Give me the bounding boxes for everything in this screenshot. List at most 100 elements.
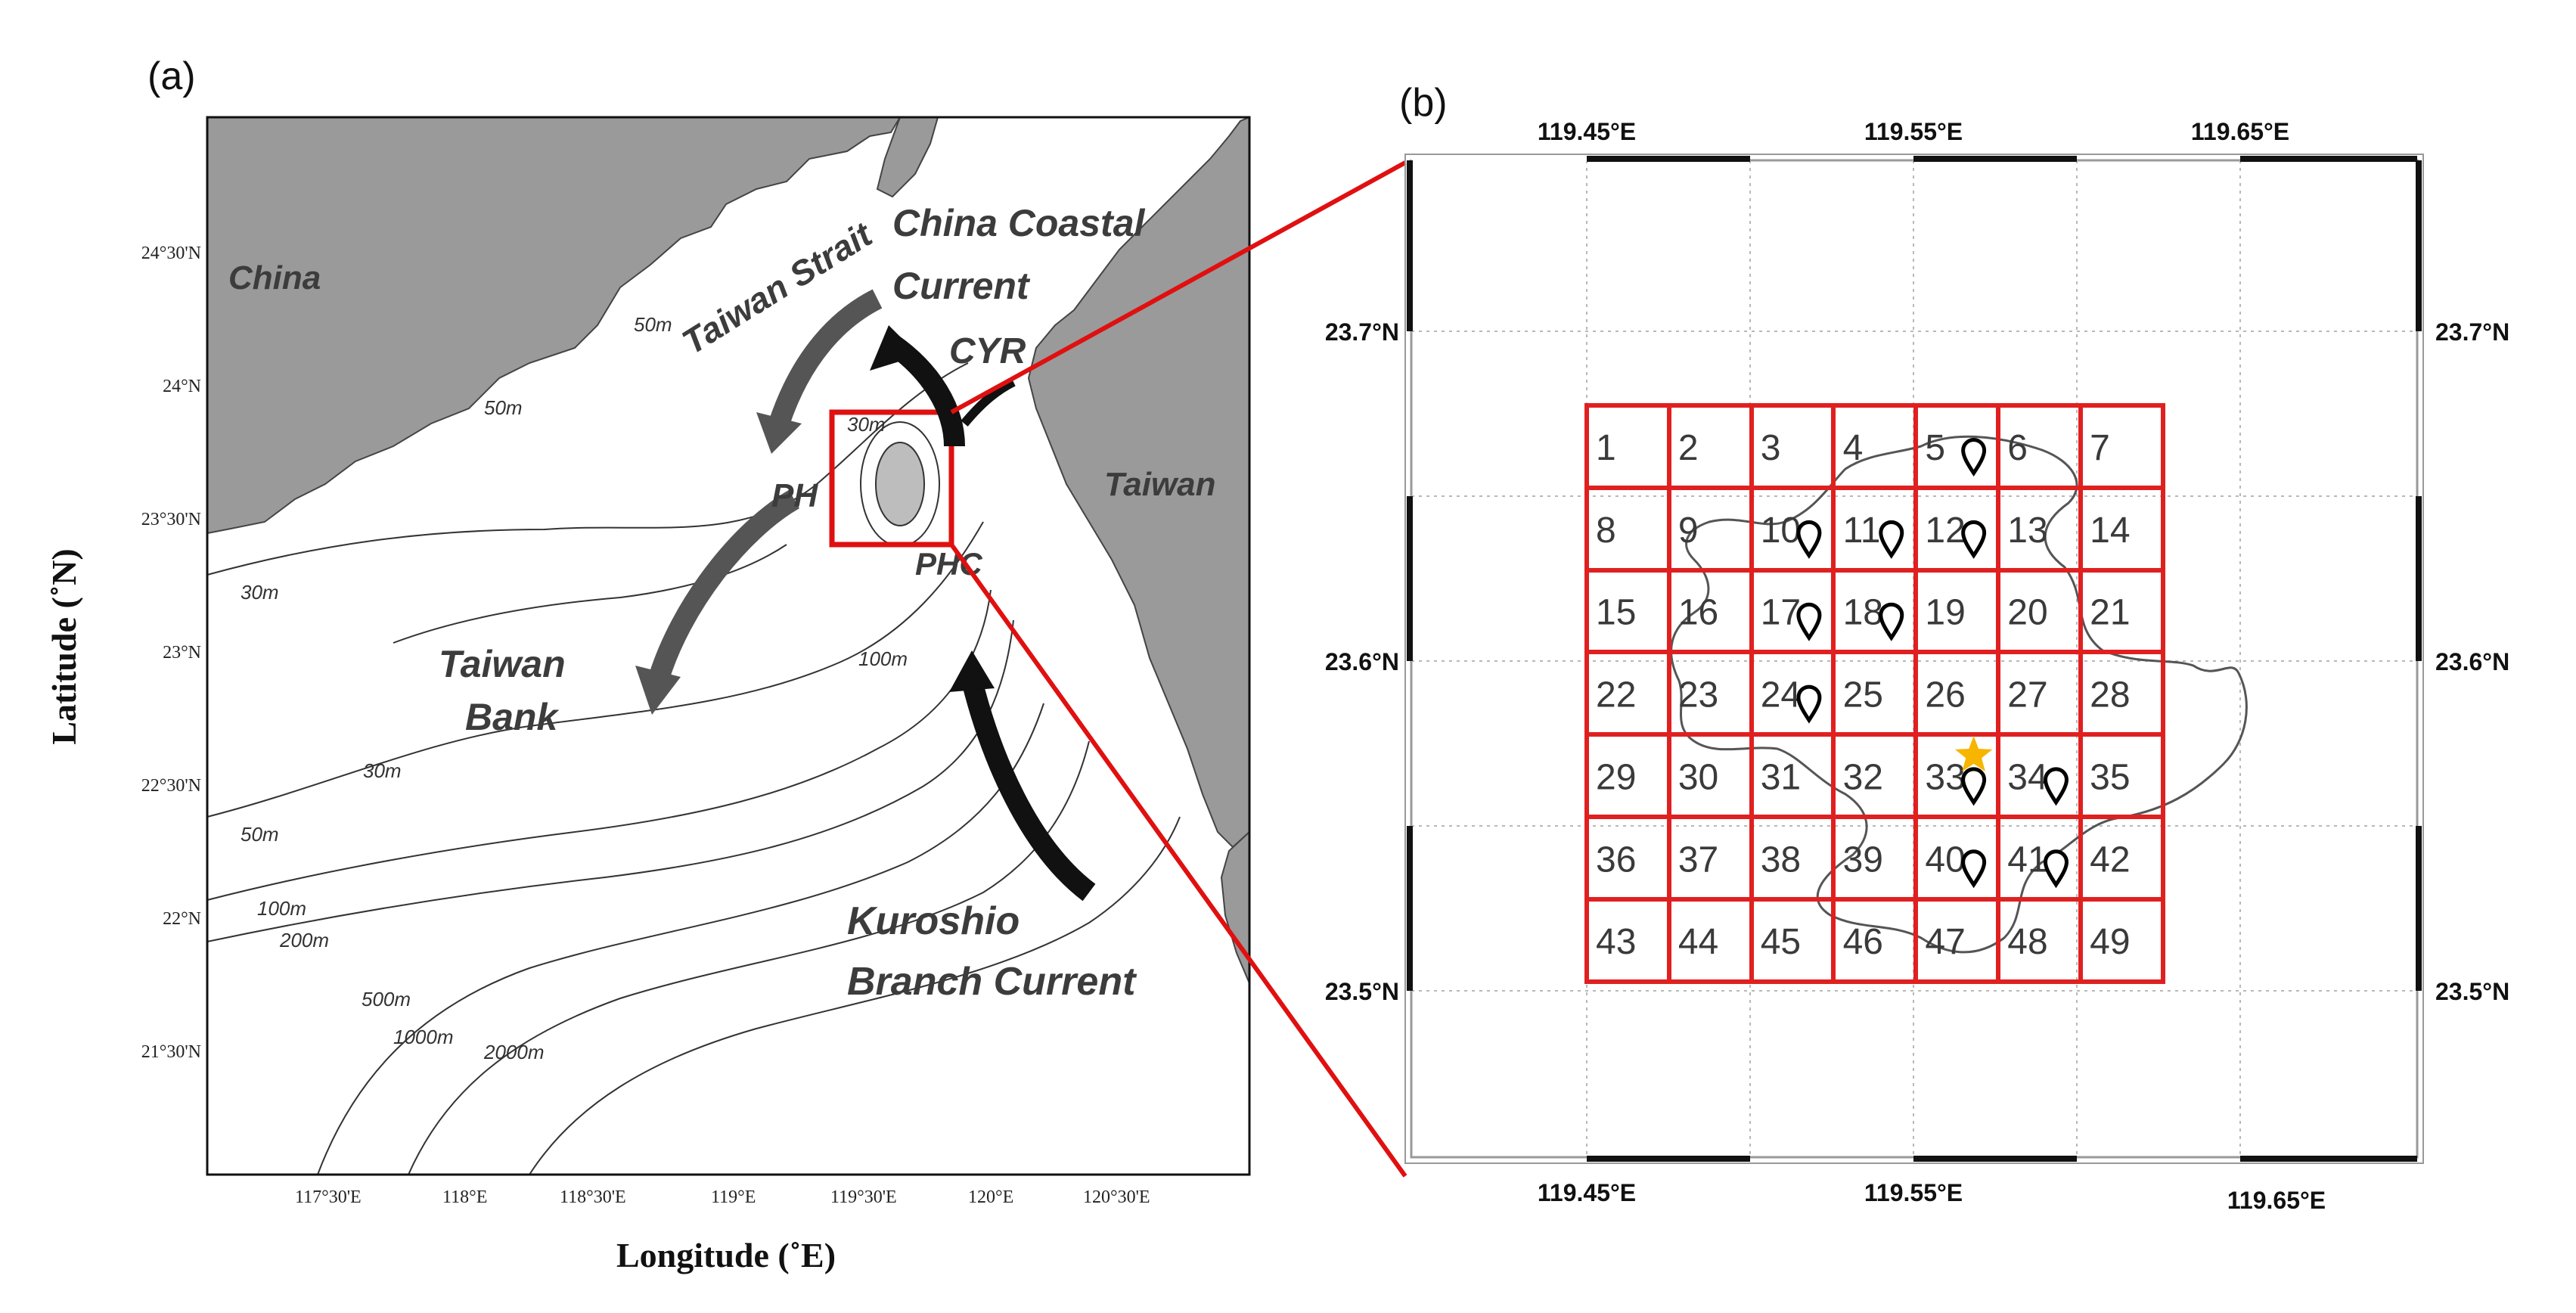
right-tick-label: 23.6°N bbox=[2435, 648, 2509, 675]
current-arrows bbox=[635, 289, 1096, 902]
contour-label: 200m bbox=[279, 929, 329, 951]
contour-500m bbox=[317, 703, 1044, 1175]
grid-cell-label: 18 bbox=[1843, 593, 1883, 633]
frame-segment bbox=[2240, 156, 2417, 162]
frame-segment bbox=[1411, 156, 1587, 162]
label-cyr: CYR bbox=[949, 331, 1026, 371]
label-china-coastal-1: China Coastal bbox=[892, 202, 1146, 244]
location-pin-icon bbox=[1961, 520, 1987, 559]
grid-cell-label: 24 bbox=[1761, 675, 1801, 715]
panel-b-outer-frame bbox=[1404, 154, 2424, 1164]
location-pin-icon bbox=[1961, 767, 1987, 806]
frame-segment bbox=[1913, 1156, 2077, 1162]
grid-cell-label: 49 bbox=[2090, 922, 2130, 962]
grid-cell-label: 2 bbox=[1678, 428, 1699, 468]
grid-cell-label: 28 bbox=[2090, 675, 2130, 715]
grid-cell-label: 12 bbox=[1925, 511, 1965, 551]
y-axis-title: Latitude (˚N) bbox=[45, 548, 83, 744]
left-tick-label: 23.6°N bbox=[1325, 648, 1399, 675]
grid-cell-label: 13 bbox=[2007, 511, 2047, 551]
contour-labels: 50m 30m 30m 30m 50m 100m 200m 500m 1000m… bbox=[241, 313, 908, 1063]
label-taiwan-bank-1: Taiwan bbox=[439, 643, 566, 685]
panel-b-tag: (b) bbox=[1399, 81, 1448, 125]
panel-b-frame-ticks bbox=[1407, 156, 2422, 1162]
left-tick-label: 23.5°N bbox=[1325, 978, 1399, 1005]
grid-cell-label: 42 bbox=[2090, 840, 2130, 880]
panel-a-y-ticks: 24°30'N 24°N 23°30'N 23°N 22°30'N 22°N 2… bbox=[141, 244, 201, 1062]
grid-cell-label: 20 bbox=[2007, 593, 2047, 633]
grid-cell-label: 31 bbox=[1761, 757, 1801, 797]
grid-cell-label: 23 bbox=[1678, 675, 1718, 715]
contour-label: 30m bbox=[241, 581, 279, 604]
location-pin-icon bbox=[1879, 520, 1904, 559]
ph-arrow bbox=[647, 489, 800, 684]
frame-segment bbox=[2240, 1156, 2417, 1162]
cyr-arrowhead bbox=[870, 325, 919, 371]
grid-cell-label: 26 bbox=[1925, 675, 1965, 715]
label-ph: PH bbox=[771, 477, 818, 514]
bottom-tick-label: 119.45°E bbox=[1538, 1179, 1636, 1206]
frame-segment bbox=[1913, 156, 2077, 162]
frame-segment bbox=[1587, 156, 1750, 162]
inset-box bbox=[829, 409, 954, 548]
contour-label: 30m bbox=[847, 413, 886, 436]
right-tick-label: 23.7°N bbox=[2435, 318, 2509, 346]
location-pin-icon bbox=[1796, 602, 1822, 641]
grid-cell-label: 22 bbox=[1596, 675, 1636, 715]
panel-b-right-ticks: 23.7°N 23.6°N 23.5°N bbox=[2435, 318, 2509, 1005]
grid-cell-label: 35 bbox=[2090, 757, 2130, 797]
y-tick-label: 24°30'N bbox=[141, 244, 201, 263]
taiwan-land bbox=[1027, 116, 1250, 849]
penghu-coastline bbox=[1670, 435, 2248, 954]
label-kuroshio-1: Kuroshio bbox=[847, 899, 1020, 943]
grid-cell-label: 19 bbox=[1925, 593, 1965, 633]
label-china: China bbox=[228, 259, 321, 296]
x-tick-label: 119°E bbox=[711, 1187, 756, 1207]
connector-line-top bbox=[950, 160, 1407, 414]
panel-b-bottom-ticks: 119.45°E 119.55°E 119.65°E bbox=[1538, 1179, 2326, 1214]
grid-cell-label: 15 bbox=[1596, 593, 1636, 633]
grid-cell-label: 37 bbox=[1678, 840, 1718, 880]
panel-b-left-ticks: 23.7°N 23.6°N 23.5°N bbox=[1325, 318, 1399, 1005]
grid-cell-label: 5 bbox=[1925, 428, 1945, 468]
frame-segment bbox=[1407, 160, 1413, 331]
location-pin-icon bbox=[2043, 849, 2069, 889]
contour-30m bbox=[206, 362, 969, 576]
kuroshio-arrowhead bbox=[949, 650, 995, 692]
panel-b-graticule bbox=[1411, 160, 2417, 1157]
sampling-grid bbox=[1584, 403, 2165, 984]
panel-a-tag: (a) bbox=[147, 54, 196, 98]
contour-shelf bbox=[393, 544, 787, 644]
panel-a-x-ticks: 117°30'E 118°E 118°30'E 119°E 119°30'E 1… bbox=[295, 1187, 1150, 1207]
grid-cell-label: 46 bbox=[1843, 922, 1883, 962]
x-tick-label: 119°30'E bbox=[830, 1187, 897, 1207]
grid-cell-label: 34 bbox=[2007, 757, 2047, 797]
frame-segment bbox=[1407, 826, 1413, 991]
star-icon bbox=[1954, 735, 1993, 771]
grid-cell-label: 16 bbox=[1678, 593, 1718, 633]
frame-segment bbox=[2416, 496, 2422, 661]
y-tick-label: 24°N bbox=[163, 377, 201, 396]
label-taiwan-bank-2: Bank bbox=[465, 696, 559, 738]
grid-cell-label: 17 bbox=[1761, 593, 1801, 633]
location-pin-icon bbox=[1796, 684, 1822, 724]
grid-cell-label: 47 bbox=[1925, 922, 1965, 962]
grid-cell-label: 3 bbox=[1761, 428, 1781, 468]
panel-b-top-ticks: 119.45°E 119.55°E 119.65°E bbox=[1538, 118, 2289, 145]
grid-cell-label: 32 bbox=[1843, 757, 1883, 797]
grid-cell-label: 21 bbox=[2090, 593, 2130, 633]
grid-markers bbox=[1796, 438, 2069, 889]
ph-arrowhead bbox=[635, 666, 681, 715]
penghu-islands bbox=[875, 442, 925, 526]
bottom-tick-label: 119.55°E bbox=[1864, 1179, 1963, 1206]
y-tick-label: 23°30'N bbox=[141, 510, 201, 529]
china-coast-detail bbox=[876, 116, 939, 198]
x-tick-label: 118°30'E bbox=[560, 1187, 626, 1207]
grid-cell-label: 40 bbox=[1925, 840, 1965, 880]
grid-cell-label: 33 bbox=[1925, 757, 1965, 797]
frame-segment bbox=[2416, 160, 2422, 331]
